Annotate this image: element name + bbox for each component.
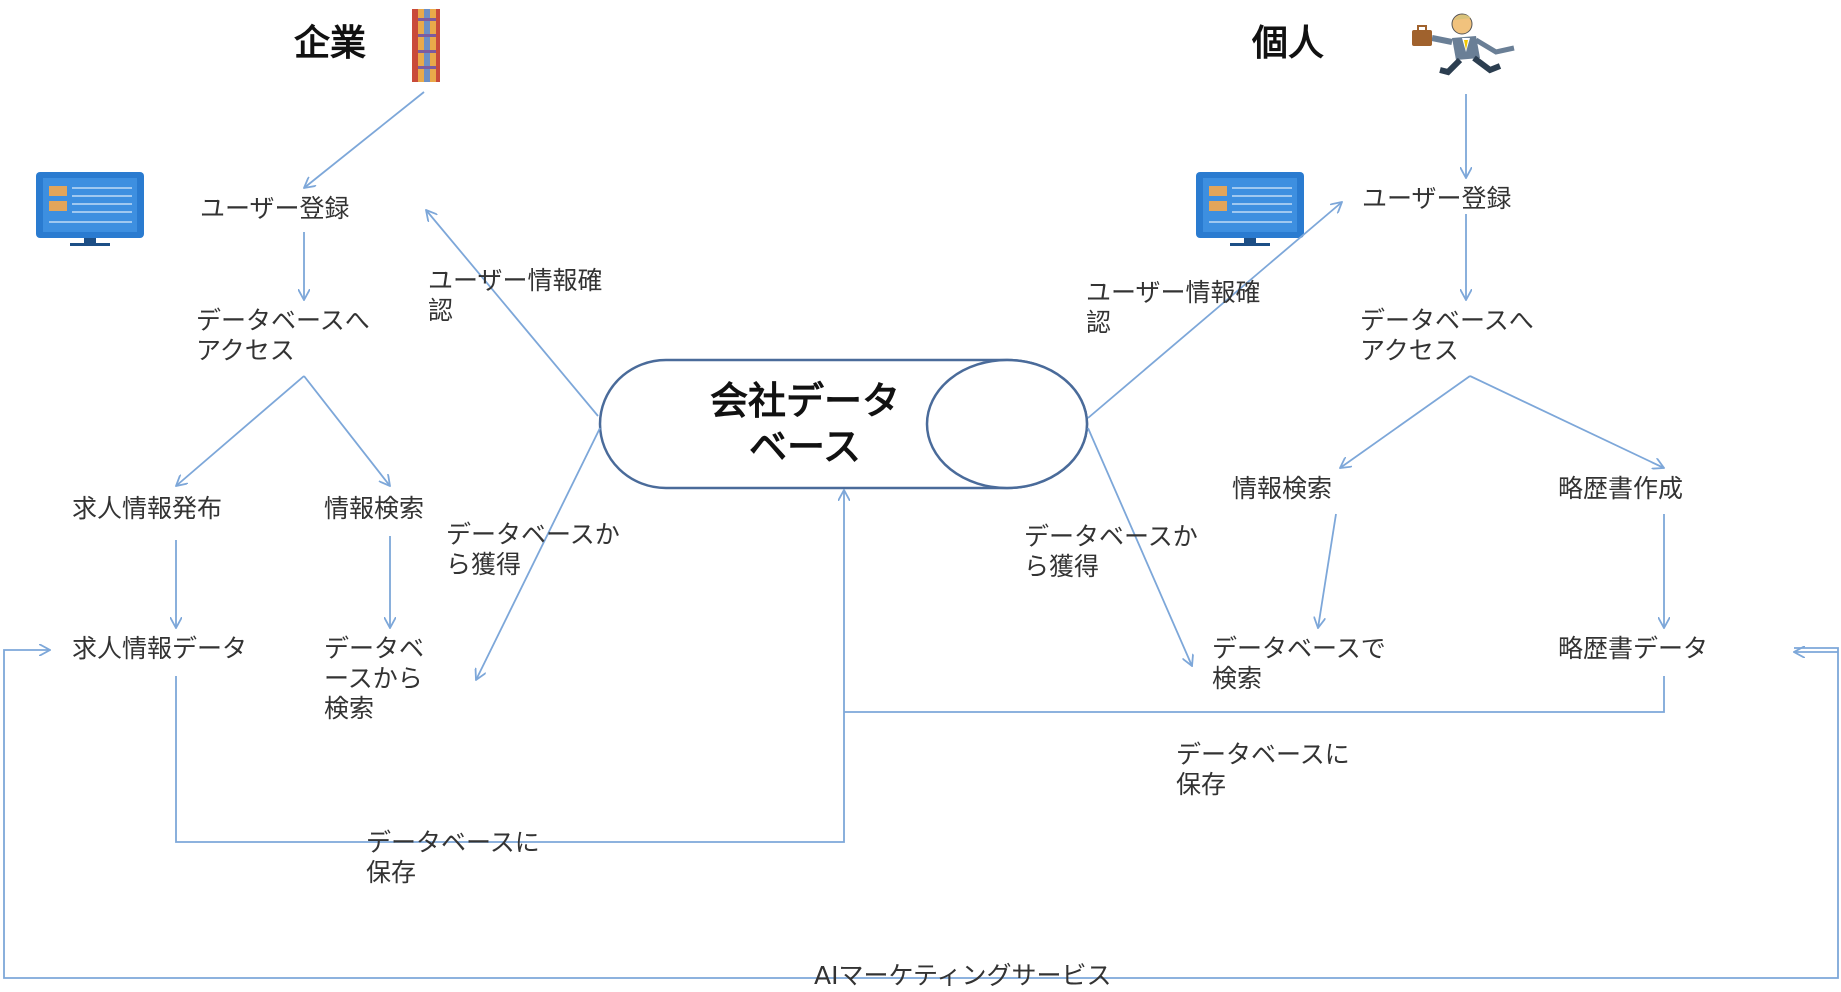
monitor-icon — [36, 172, 144, 246]
individual-register: ユーザー登録 — [1362, 184, 1512, 213]
individual-resume-data: 略歴書データ — [1558, 634, 1709, 663]
arrow-db-to-right-register — [1087, 202, 1342, 419]
header-company: 企業 — [294, 23, 367, 64]
arrow-access-to-post — [176, 375, 305, 486]
database-shape — [598, 358, 1089, 490]
arrow-search-to-dbsearch-r — [1318, 513, 1337, 628]
businessman-icon — [1412, 13, 1515, 76]
company-register: ユーザー登録 — [200, 194, 350, 223]
arrow-resumedata-to-db — [844, 676, 1665, 713]
company-post-jobs: 求人情報発布 — [72, 494, 223, 523]
company-access: データベースへ アクセス — [196, 306, 370, 365]
arrow-building-to-register — [304, 91, 425, 188]
ai-marketing-service-label: AIマーケティングサービス — [814, 961, 1112, 990]
arrow-jobdata-to-db — [175, 490, 844, 843]
company-confirm-user: ユーザー情報確 認 — [428, 266, 603, 325]
individual-confirm-user: ユーザー情報確 認 — [1086, 278, 1261, 337]
database-title: 会社データ ベース — [709, 379, 900, 469]
arrow-access-to-resume — [1469, 375, 1664, 468]
arrow-access-to-search-r — [1340, 375, 1471, 468]
arrow-db-to-left-register — [426, 210, 599, 417]
individual-access: データベースへ アクセス — [1360, 306, 1534, 365]
company-search: 情報検索 — [324, 494, 425, 523]
arrow-db-to-left-dbsearch — [476, 427, 601, 680]
company-job-data: 求人情報データ — [72, 634, 248, 663]
arrow-access-to-search — [303, 375, 390, 486]
arrow-ai-service-loop — [3, 648, 1839, 979]
building-icon — [412, 9, 440, 82]
individual-get-from-db: データベースか ら獲得 — [1024, 522, 1198, 581]
arrow-db-to-right-dbsearch — [1087, 427, 1192, 666]
header-individual: 個人 — [1252, 23, 1325, 64]
individual-search: 情報検索 — [1232, 474, 1333, 503]
company-get-from-db: データベースか ら獲得 — [446, 520, 620, 579]
individual-make-resume: 略歴書作成 — [1558, 474, 1684, 503]
company-save-to-db: データベースに 保存 — [366, 828, 540, 887]
monitor-icon — [1196, 172, 1304, 246]
individual-db-search: データベースで 検索 — [1212, 634, 1386, 693]
company-db-search: データベ ースから 検索 — [324, 634, 425, 723]
individual-save-to-db: データベースに 保存 — [1176, 740, 1350, 799]
